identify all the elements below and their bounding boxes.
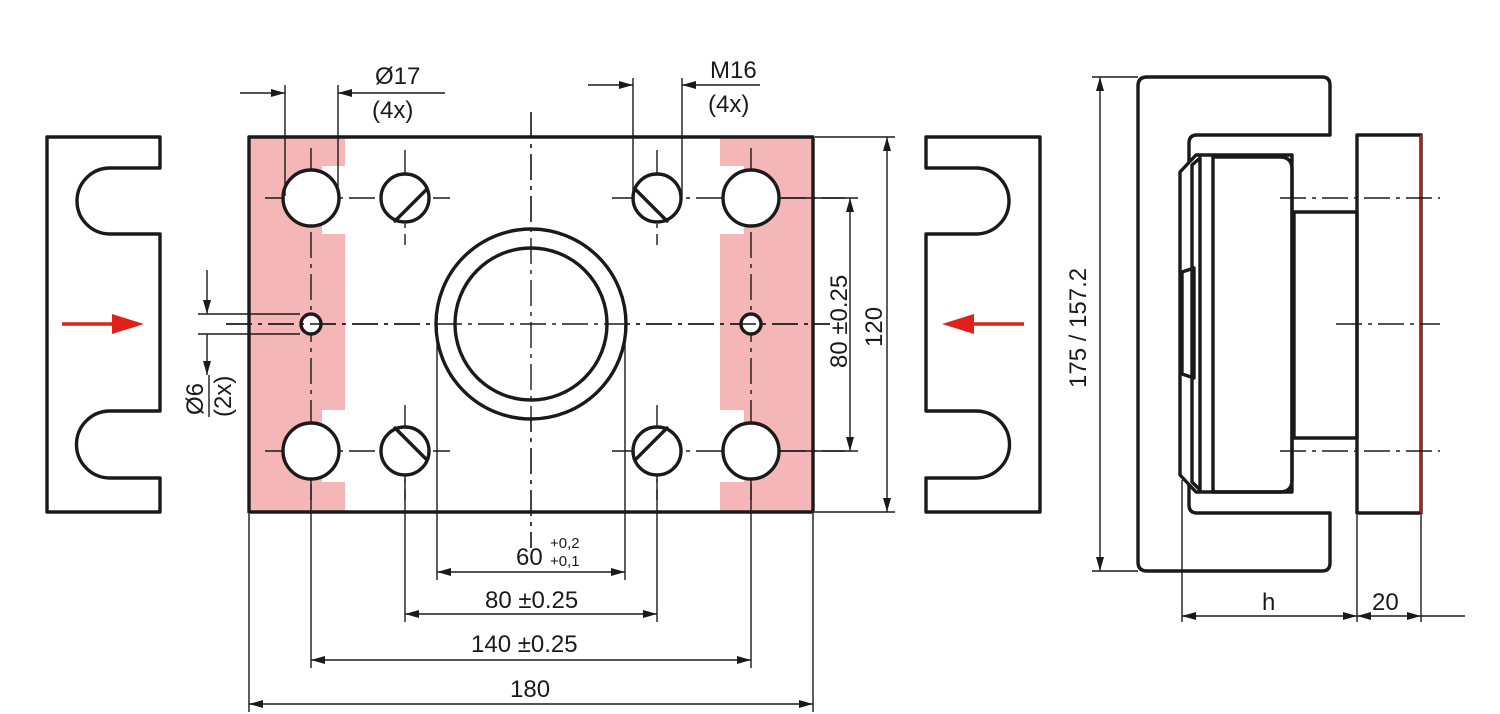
pin-count-label: (2x) [210, 376, 237, 417]
right-clamp-piece [924, 135, 1042, 514]
hole-count-label: (4x) [372, 97, 413, 124]
thread-count-label: (4x) [708, 91, 749, 118]
through-hole [281, 168, 341, 228]
dimension-hole-spacing-x: 140 ±0.25 [310, 480, 752, 668]
through-hole [281, 421, 341, 481]
dimension-pin-dia: Ø6 (2x) [182, 270, 300, 417]
height-label: 120 [861, 307, 888, 347]
thread-label: M16 [710, 57, 757, 84]
plate-thickness-label: 20 [1372, 589, 1399, 616]
dimension-h: h [1181, 480, 1358, 622]
right-clamp-zone [720, 137, 813, 512]
bore-tol-upper: +0,2 [550, 535, 580, 552]
dimension-thread-spacing-x: 80 ±0.25 [404, 475, 658, 622]
side-cap-outer [1178, 153, 1294, 494]
hole-spacing-y-label: 80 ±0.25 [826, 275, 853, 368]
through-hole [721, 168, 781, 228]
dimension-hole-spacing-y: 80 ±0.25 [780, 197, 858, 452]
dimension-hole-dia: Ø17 (4x) [240, 63, 445, 196]
threaded-hole [379, 425, 431, 477]
bore-label: 60 [516, 544, 543, 571]
dimension-height: 120 [815, 136, 895, 513]
side-body [1136, 75, 1332, 573]
overall-height-label: 175 / 157.2 [1065, 268, 1092, 388]
h-label: h [1262, 589, 1275, 616]
dimension-plate-thickness: 20 [1357, 515, 1465, 622]
left-clamp-zone [249, 137, 345, 512]
left-clamp-arrow [62, 314, 144, 334]
dimension-overall-height: 175 / 157.2 [1065, 76, 1138, 572]
through-hole [721, 421, 781, 481]
dimension-bore: 60 +0,2 +0,1 [436, 324, 626, 580]
width-label: 180 [510, 676, 550, 703]
threaded-hole [631, 172, 683, 224]
dimension-thread: M16 (4x) [588, 57, 760, 196]
main-plate [226, 112, 845, 548]
hole-dia-label: Ø17 [375, 63, 420, 90]
threaded-hole [631, 425, 683, 477]
threaded-hole [379, 172, 431, 224]
hole-spacing-x-label: 140 ±0.25 [471, 631, 578, 658]
right-clamp-arrow [942, 314, 1024, 334]
side-shaft [1292, 210, 1359, 440]
side-view [1136, 75, 1440, 573]
thread-spacing-x-label: 80 ±0.25 [485, 587, 578, 614]
bore-tol-lower: +0,1 [550, 553, 580, 570]
left-clamp-piece [45, 135, 162, 514]
pin-dia-label: Ø6 [182, 383, 209, 415]
dimension-width: 180 [248, 514, 814, 712]
